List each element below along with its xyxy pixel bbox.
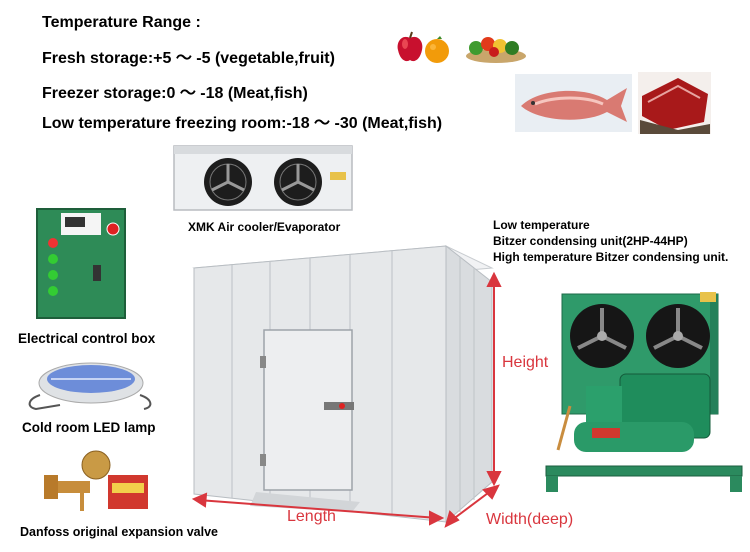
air-cooler-caption: XMK Air cooler/Evaporator (188, 220, 341, 234)
apple-icon (397, 31, 423, 62)
air-cooler-image (173, 145, 353, 211)
condensing-unit-caption-line: Bitzer condensing unit(2HP-44HP) (493, 234, 688, 248)
orange-icon (425, 36, 449, 63)
control-box-image (36, 208, 126, 319)
temperature-range-title: Temperature Range : (42, 14, 201, 31)
length-label: Length (287, 508, 336, 525)
freezer-storage-text: Freezer storage:0 ～ -18 (Meat,fish) (42, 85, 308, 102)
fan-icon (274, 158, 322, 206)
height-label: Height (502, 354, 549, 371)
fan-icon (204, 158, 252, 206)
led-lamp-caption: Cold room LED lamp (22, 420, 156, 435)
meat-image (638, 72, 711, 134)
fan-icon (570, 304, 634, 368)
condensing-unit-caption: Low temperature Bitzer condensing unit(2… (493, 217, 728, 265)
width-label: Width(deep) (486, 511, 574, 528)
expansion-valve-image (44, 450, 148, 511)
cold-room-door (260, 329, 354, 491)
vegetable-bowl-icon (466, 37, 526, 63)
condensing-unit-caption-line: High temperature Bitzer condensing unit. (493, 250, 729, 264)
led-lamp-image (28, 362, 152, 411)
condensing-unit-image (545, 292, 743, 492)
low-temp-room-text: Low temperature freezing room:-18 ～ -30 … (42, 115, 443, 132)
condensing-unit-caption-line: Low temperature (493, 218, 590, 232)
expansion-valve-caption: Danfoss original expansion valve (20, 525, 218, 539)
fan-icon (646, 304, 710, 368)
fresh-storage-text: Fresh storage:+5 ～ -5 (vegetable,fruit) (42, 50, 335, 67)
control-box-caption: Electrical control box (18, 331, 156, 346)
fish-image (515, 74, 632, 132)
